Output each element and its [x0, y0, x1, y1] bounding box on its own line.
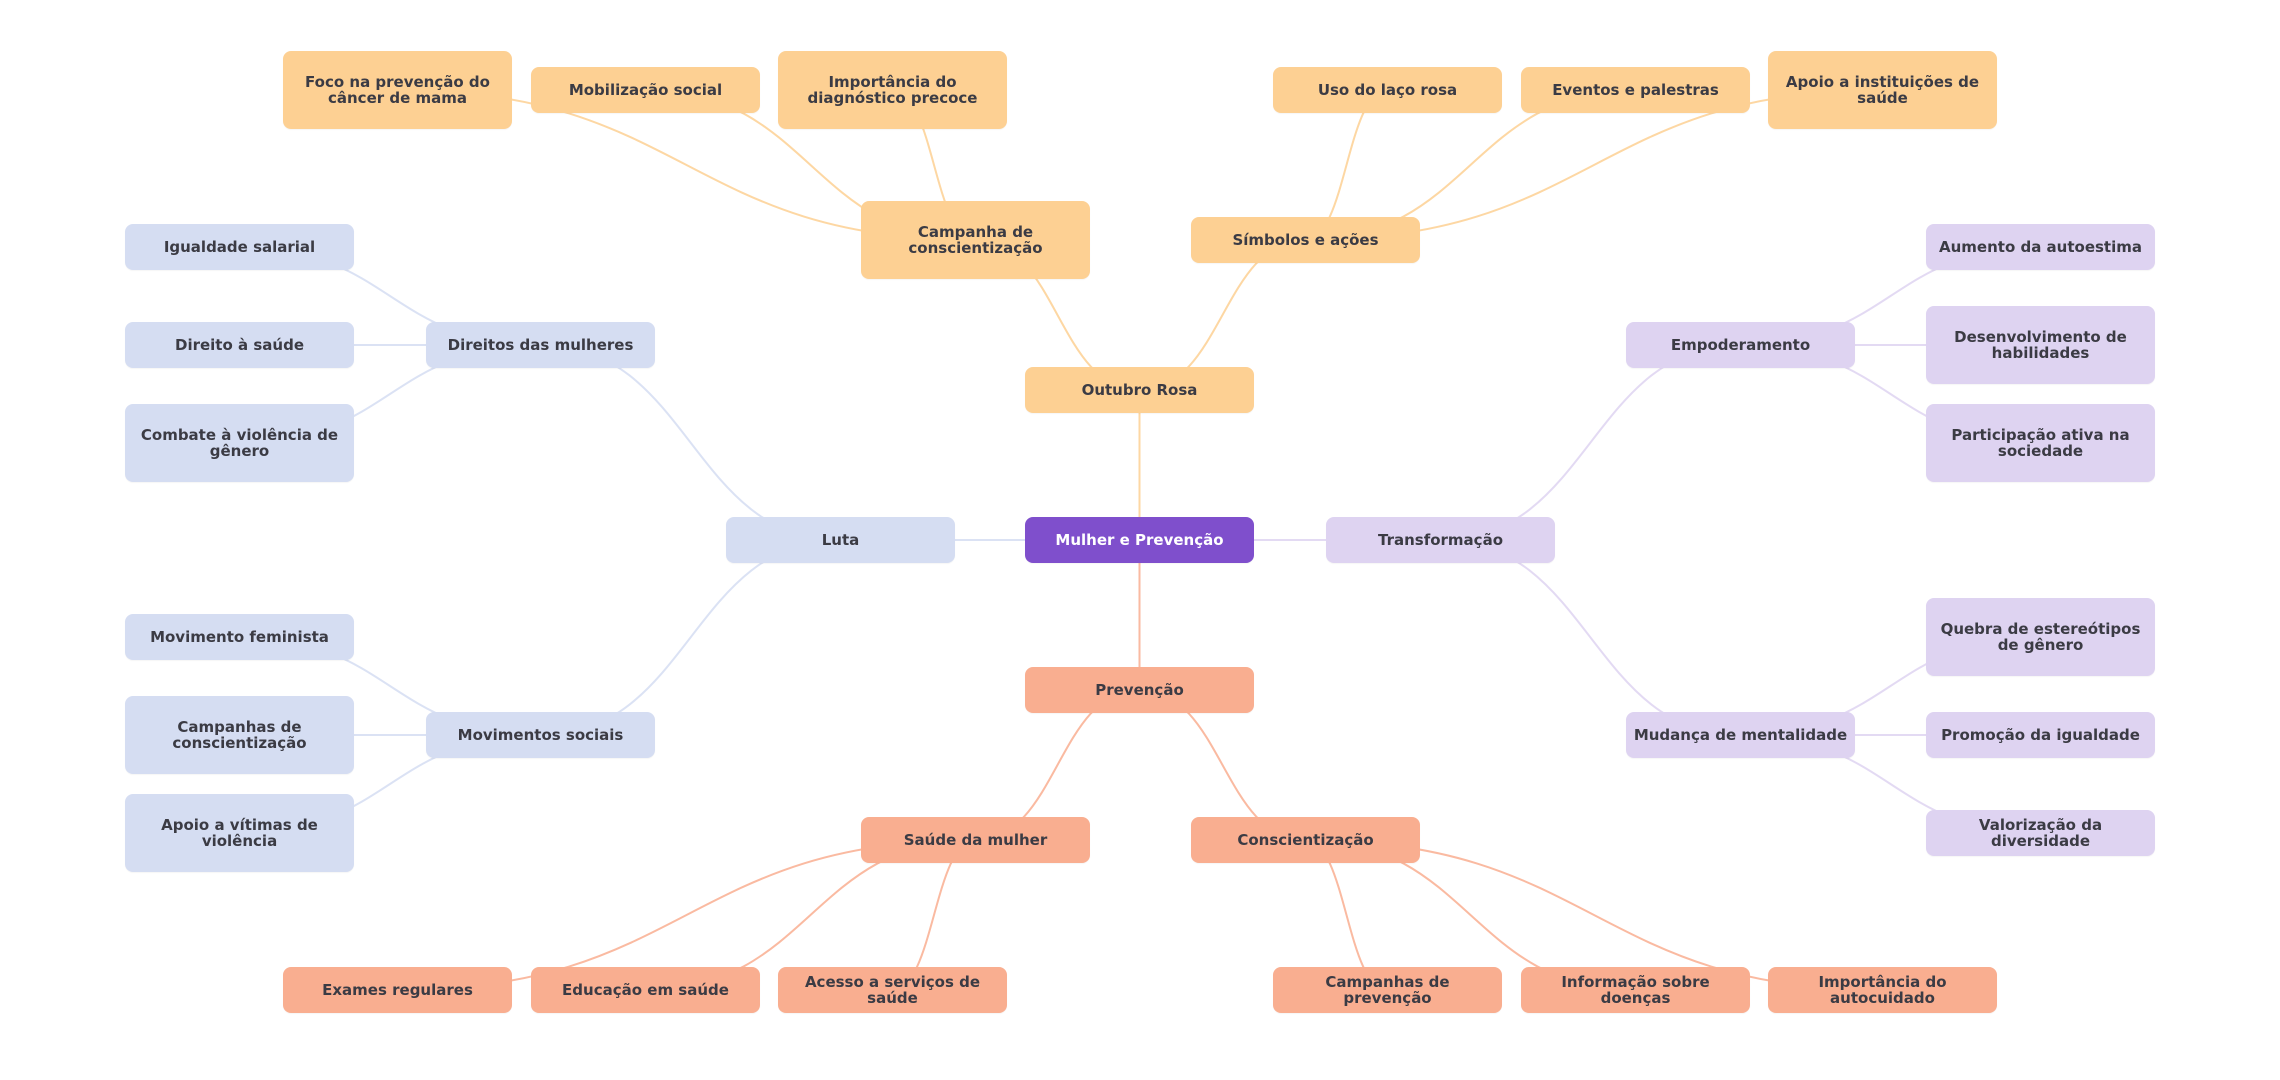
node-label: Foco na prevenção do câncer de mama	[305, 73, 490, 107]
node-label: Mobilização social	[568, 81, 723, 99]
leaf-node-importancia-autocuidado[interactable]: Importância do autocuidado	[1768, 967, 1997, 1013]
node-label: Empoderamento	[1670, 336, 1811, 354]
subtopic-node-saude-mulher[interactable]: Saúde da mulher	[861, 817, 1090, 863]
root-node[interactable]: Mulher e Prevenção	[1025, 517, 1254, 563]
branch-node-transformacao[interactable]: Transformação	[1326, 517, 1555, 563]
node-label: Saúde da mulher	[903, 831, 1048, 849]
connector-transformacao-mudanca	[1440, 539, 1741, 736]
leaf-node-participacao-ativa[interactable]: Participação ativa na sociedade	[1926, 404, 2155, 482]
subtopic-node-simbolos[interactable]: Símbolos e ações	[1191, 217, 1420, 263]
node-label: Prevenção	[1095, 681, 1184, 699]
leaf-node-educacao-saude[interactable]: Educação em saúde	[531, 967, 760, 1013]
node-label: Desenvolvimento de habilidades	[1954, 328, 2127, 362]
leaf-node-campanhas-prevencao[interactable]: Campanhas de prevenção	[1273, 967, 1502, 1013]
node-label: Apoio a vítimas de violência	[161, 816, 318, 850]
branch-node-prevencao[interactable]: Prevenção	[1025, 667, 1254, 713]
leaf-node-laco-rosa[interactable]: Uso do laço rosa	[1273, 67, 1502, 113]
node-label: Combate à violência de gênero	[140, 426, 339, 460]
node-label: Símbolos e ações	[1232, 231, 1379, 249]
branch-node-outubro-rosa[interactable]: Outubro Rosa	[1025, 367, 1254, 413]
node-label: Direitos das mulheres	[447, 336, 634, 354]
node-label: Quebra de estereótipos de gênero	[1940, 620, 2141, 654]
node-label: Educação em saúde	[562, 981, 729, 999]
node-label: Conscientização	[1237, 831, 1374, 849]
node-label: Mudança de mentalidade	[1633, 726, 1848, 744]
subtopic-node-conscientizacao[interactable]: Conscientização	[1191, 817, 1420, 863]
leaf-node-mobilizacao[interactable]: Mobilização social	[531, 67, 760, 113]
leaf-node-apoio-vitimas[interactable]: Apoio a vítimas de violência	[125, 794, 354, 872]
connector-luta-direitos	[540, 344, 841, 541]
node-label: Uso do laço rosa	[1317, 81, 1458, 99]
leaf-node-combate-violencia[interactable]: Combate à violência de gênero	[125, 404, 354, 482]
leaf-node-aumento-autoestima[interactable]: Aumento da autoestima	[1926, 224, 2155, 270]
leaf-node-importancia-diagnostico[interactable]: Importância do diagnóstico precoce	[778, 51, 1007, 129]
node-label: Exames regulares	[322, 981, 473, 999]
node-label: Eventos e palestras	[1552, 81, 1719, 99]
node-label: Campanha de conscientização	[908, 223, 1043, 257]
leaf-node-apoio-instituicoes[interactable]: Apoio a instituições de saúde	[1768, 51, 1997, 129]
node-label: Importância do autocuidado	[1818, 973, 1947, 1007]
connector-luta-movimentos	[540, 539, 841, 736]
node-label: Luta	[821, 531, 860, 549]
leaf-node-informacao-doencas[interactable]: Informação sobre doenças	[1521, 967, 1750, 1013]
node-label: Igualdade salarial	[163, 238, 316, 256]
subtopic-node-movimentos[interactable]: Movimentos sociais	[426, 712, 655, 758]
leaf-node-igualdade-salarial[interactable]: Igualdade salarial	[125, 224, 354, 270]
subtopic-node-empoderamento[interactable]: Empoderamento	[1626, 322, 1855, 368]
node-label: Direito à saúde	[175, 336, 304, 354]
branch-node-luta[interactable]: Luta	[726, 517, 955, 563]
leaf-node-desenvolvimento-habilidades[interactable]: Desenvolvimento de habilidades	[1926, 306, 2155, 384]
node-label: Outubro Rosa	[1081, 381, 1198, 399]
leaf-node-direito-saude[interactable]: Direito à saúde	[125, 322, 354, 368]
node-label: Apoio a instituições de saúde	[1785, 73, 1980, 107]
node-label: Transformação	[1377, 531, 1503, 549]
leaf-node-exames-regulares[interactable]: Exames regulares	[283, 967, 512, 1013]
leaf-node-acesso-servicos[interactable]: Acesso a serviços de saúde	[778, 967, 1007, 1013]
leaf-node-quebra-estereotipos[interactable]: Quebra de estereótipos de gênero	[1926, 598, 2155, 676]
subtopic-node-mudanca-mentalidade[interactable]: Mudança de mentalidade	[1626, 712, 1855, 758]
node-label: Aumento da autoestima	[1939, 238, 2142, 256]
connector-transformacao-empoderamento	[1440, 344, 1741, 541]
node-label: Campanhas de conscientização	[172, 718, 307, 752]
node-label: Informação sobre doenças	[1561, 973, 1710, 1007]
node-label: Valorização da diversidade	[1978, 816, 2103, 850]
leaf-node-foco[interactable]: Foco na prevenção do câncer de mama	[283, 51, 512, 129]
node-label: Movimentos sociais	[457, 726, 624, 744]
leaf-node-movimento-feminista[interactable]: Movimento feminista	[125, 614, 354, 660]
node-label: Campanhas de prevenção	[1325, 973, 1450, 1007]
node-label: Promoção da igualdade	[1941, 726, 2140, 744]
node-label: Movimento feminista	[150, 628, 329, 646]
leaf-node-valorizacao-diversidade[interactable]: Valorização da diversidade	[1926, 810, 2155, 856]
leaf-node-campanhas-conscientizacao[interactable]: Campanhas de conscientização	[125, 696, 354, 774]
node-label: Importância do diagnóstico precoce	[807, 73, 978, 107]
node-label: Mulher e Prevenção	[1055, 531, 1224, 549]
subtopic-node-direitos[interactable]: Direitos das mulheres	[426, 322, 655, 368]
node-label: Acesso a serviços de saúde	[804, 973, 981, 1007]
node-label: Participação ativa na sociedade	[1951, 426, 2130, 460]
leaf-node-promocao-igualdade[interactable]: Promoção da igualdade	[1926, 712, 2155, 758]
leaf-node-eventos[interactable]: Eventos e palestras	[1521, 67, 1750, 113]
subtopic-node-campanha[interactable]: Campanha de conscientização	[861, 201, 1090, 279]
